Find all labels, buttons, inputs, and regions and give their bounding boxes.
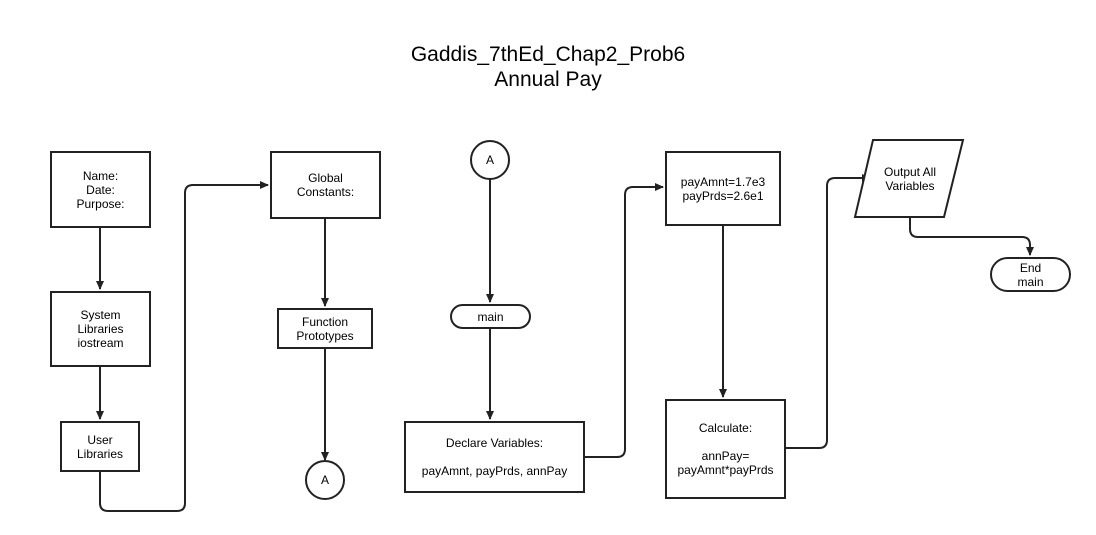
global-constants-line1: Global xyxy=(308,171,343,185)
initialize-pay-periods: payPrds=2.6e1 xyxy=(682,188,764,203)
function-prototypes-line1: Function xyxy=(301,314,349,329)
user-libraries-line1: User xyxy=(87,432,113,447)
off-page-connector-bottom-label: A xyxy=(320,473,329,487)
main-start-terminal: main xyxy=(450,304,531,329)
off-page-connector-top-label: A xyxy=(485,153,494,167)
system-libraries-line1: System xyxy=(80,308,121,322)
system-libraries-line2: Libraries xyxy=(77,322,124,336)
global-constants-line2: Constants: xyxy=(296,185,355,199)
calculate-heading: Calculate: xyxy=(698,421,753,435)
system-libraries-box: System Libraries iostream xyxy=(50,291,151,367)
output-line1: Output All xyxy=(883,165,937,179)
diagram-title-line1: Gaddis_7thEd_Chap2_Prob6 xyxy=(410,43,686,66)
user-libraries-box: User Libraries xyxy=(60,421,140,472)
user-libraries-line2: Libraries xyxy=(76,446,124,461)
output-parallelogram-shape xyxy=(853,139,965,218)
calculate-box: Calculate: annPay= payAmnt*payPrds xyxy=(665,399,786,499)
arrow-output-to-end-main xyxy=(909,217,1034,256)
global-constants-box: Global Constants: xyxy=(270,151,381,219)
function-prototypes-box: Function Prototypes xyxy=(277,308,373,349)
header-name-label: Name: xyxy=(82,168,119,183)
calculate-formula-rhs: payAmnt*payPrds xyxy=(677,463,774,477)
declare-variables-list: payAmnt, payPrds, annPay xyxy=(421,464,568,478)
arrow-declare-to-initialize xyxy=(584,183,664,458)
end-main-line1: End xyxy=(1019,260,1042,275)
arrow-user-libraries-to-global-constants xyxy=(99,181,269,512)
system-libraries-line3: iostream xyxy=(77,336,124,350)
header-purpose-label: Purpose: xyxy=(76,196,125,211)
main-start-label: main xyxy=(477,309,504,324)
output-line2: Variables xyxy=(885,179,935,193)
off-page-connector-top: A xyxy=(470,140,510,180)
off-page-connector-bottom: A xyxy=(305,460,345,500)
end-main-terminal: End main xyxy=(990,257,1071,292)
diagram-title-line2: Annual Pay xyxy=(494,68,602,91)
end-main-line2: main xyxy=(1017,274,1044,289)
function-prototypes-line2: Prototypes xyxy=(296,328,354,343)
declare-variables-heading: Declare Variables: xyxy=(445,436,544,450)
header-comment-box: Name: Date: Purpose: xyxy=(50,151,151,228)
declare-variables-box: Declare Variables: payAmnt, payPrds, ann… xyxy=(404,421,585,493)
arrow-calculate-to-output xyxy=(785,174,871,449)
initialize-pay-amount: payAmnt=1.7e3 xyxy=(680,174,766,189)
output-variables-io: Output All Variables xyxy=(865,165,955,193)
calculate-formula-lhs: annPay= xyxy=(701,449,750,463)
diagram-title: Gaddis_7thEd_Chap2_Prob6 Annual Pay xyxy=(0,42,1096,92)
header-date-label: Date: xyxy=(86,182,115,197)
initialize-variables-box: payAmnt=1.7e3 payPrds=2.6e1 xyxy=(665,151,781,226)
